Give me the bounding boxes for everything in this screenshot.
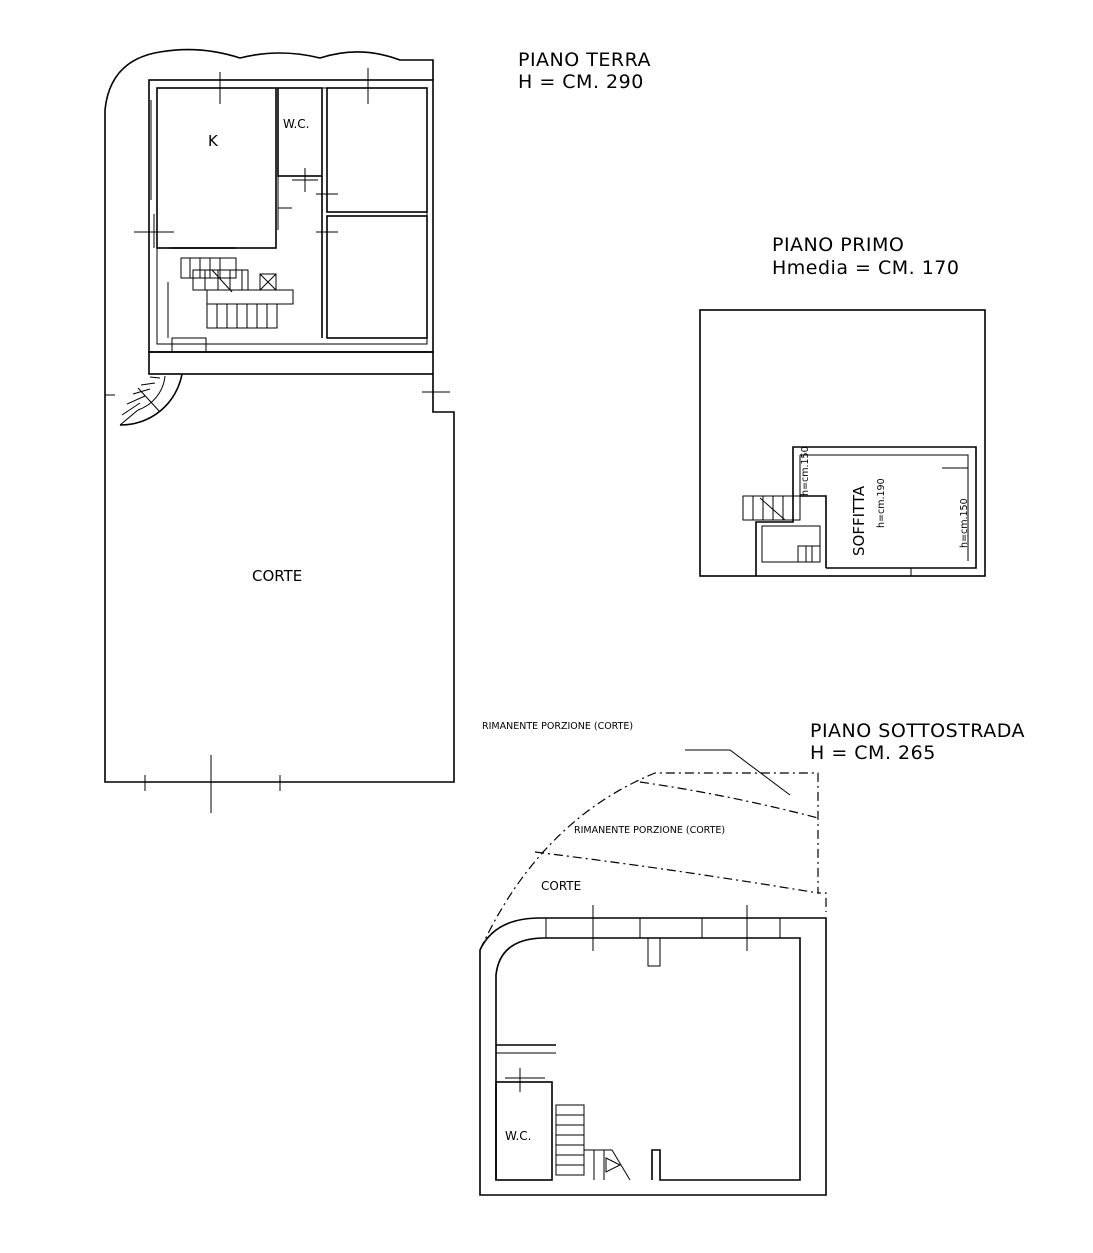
label-corte-basement: CORTE <box>541 879 581 893</box>
height-label-center: h=cm.190 <box>876 478 887 528</box>
piano-terra-plan: PIANO TERRA H = CM. 290 K W.C. CORTE <box>104 48 651 813</box>
title-piano-sottostrada: PIANO SOTTOSTRADA <box>810 720 1025 742</box>
height-piano-terra: H = CM. 290 <box>518 71 644 93</box>
label-room-k: K <box>208 132 219 150</box>
piano-primo-plan: PIANO PRIMO Hmedia = CM. 170 SOFFITTA h=… <box>699 234 986 577</box>
label-wc-ground: W.C. <box>283 117 310 131</box>
height-label-left: h=cm.150 <box>800 446 811 496</box>
piano-primo-outline <box>699 309 986 577</box>
label-rimanente-inside: RIMANENTE PORZIONE (CORTE) <box>574 825 725 836</box>
label-soffitta: SOFFITTA <box>850 485 868 556</box>
piano-sottostrada-plan: PIANO SOTTOSTRADA H = CM. 265 RIMANENTE … <box>479 720 1025 1196</box>
label-corte-ground: CORTE <box>252 567 302 585</box>
piano-sottostrada-outline <box>479 917 827 1196</box>
stairs-ground <box>167 247 294 353</box>
room-kitchen <box>156 87 277 249</box>
height-label-right: h=cm.150 <box>959 498 970 548</box>
spiral-stair <box>105 373 183 426</box>
room-wc-ground <box>277 87 323 177</box>
room-wc-basement <box>495 1081 553 1181</box>
height-piano-sottostrada: H = CM. 265 <box>810 742 936 764</box>
title-piano-primo: PIANO PRIMO <box>772 234 904 256</box>
label-wc-basement: W.C. <box>505 1129 532 1143</box>
label-rimanente-outside: RIMANENTE PORZIONE (CORTE) <box>482 721 633 732</box>
height-piano-primo: Hmedia = CM. 170 <box>772 257 959 279</box>
title-piano-terra: PIANO TERRA <box>518 49 651 71</box>
stairs-basement <box>555 1104 631 1181</box>
